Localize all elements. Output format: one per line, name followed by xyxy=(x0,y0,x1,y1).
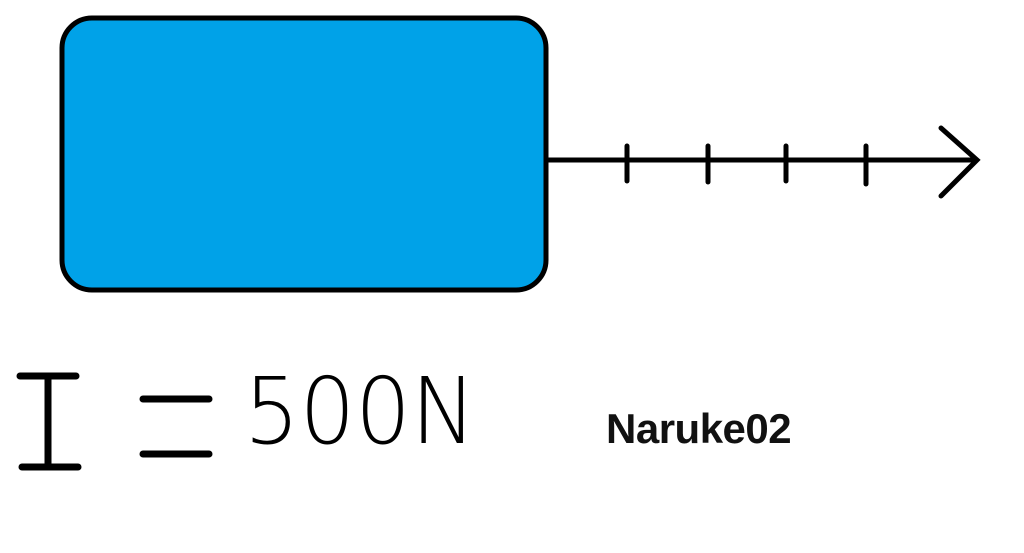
equals-sign xyxy=(139,395,213,458)
signature: Naruke02 xyxy=(606,405,792,452)
block xyxy=(59,15,549,293)
arrow-head xyxy=(938,125,981,199)
force-arrow xyxy=(543,125,981,199)
force-value: 500N xyxy=(244,358,477,465)
symbol-I xyxy=(16,372,82,471)
